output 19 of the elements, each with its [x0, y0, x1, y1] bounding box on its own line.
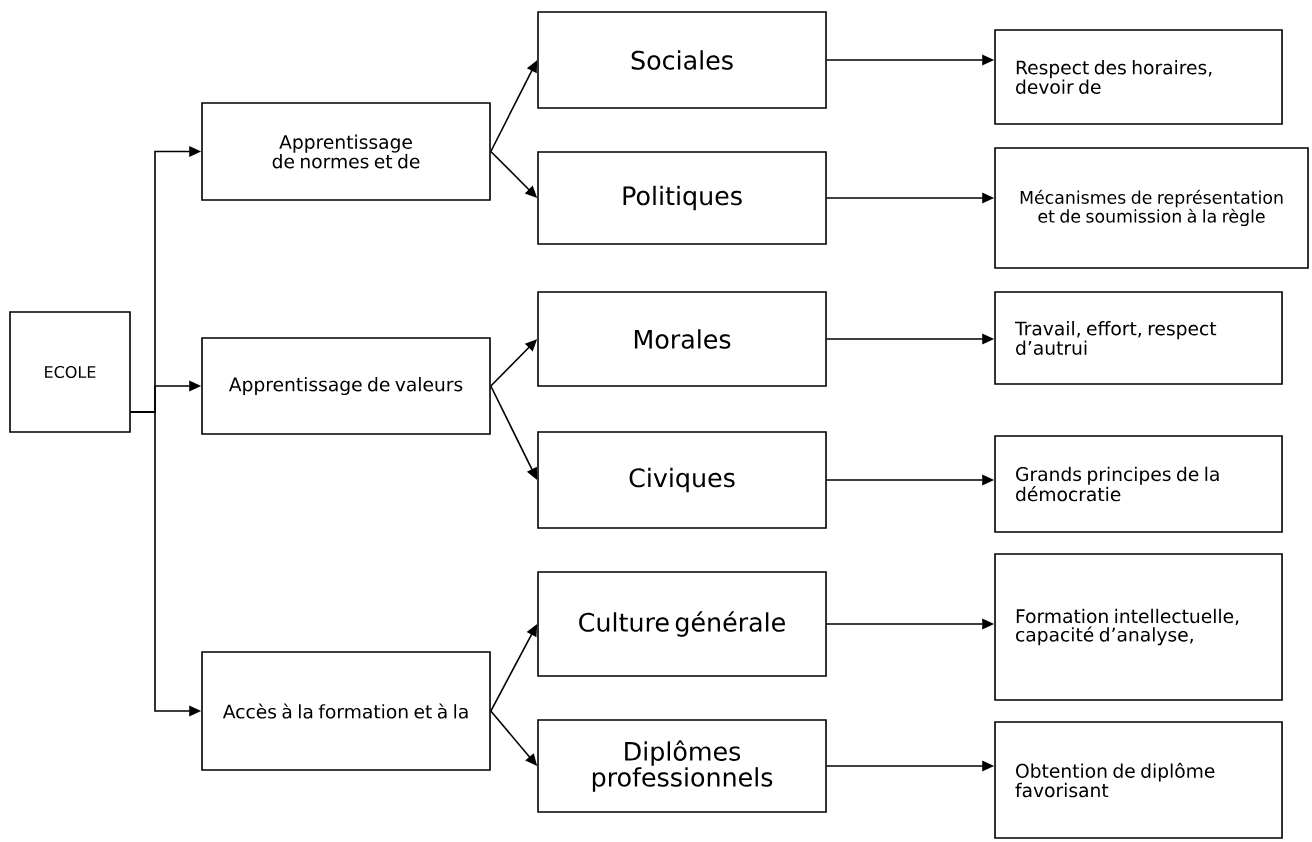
- arrow: [490, 60, 538, 153]
- category-box: Accès à la formation et à la: [201, 651, 491, 771]
- subcategory-box: Politiques: [537, 151, 827, 245]
- arrow: [490, 385, 538, 480]
- arrow: [490, 624, 538, 712]
- description-box: Travail, effort, respect d’autrui: [994, 291, 1283, 385]
- category-box: Apprentissage de valeurs: [201, 337, 491, 435]
- description-box: Obtention de diplôme favorisant: [994, 721, 1283, 839]
- subcategory-box: Diplômes professionnels: [537, 719, 827, 813]
- description-box: Respect des horaires, devoir de: [994, 29, 1283, 125]
- subcategory-box: Sociales: [537, 11, 827, 109]
- root-box: ECOLE: [9, 311, 131, 433]
- description-box: Grands principes de la démocratie: [994, 435, 1283, 533]
- subcategory-box: Civiques: [537, 431, 827, 529]
- subcategory-box: Culture générale: [537, 571, 827, 677]
- subcategory-box: Morales: [537, 291, 827, 387]
- description-box: Formation intellectuelle, capacité d’analyse,: [994, 553, 1283, 701]
- category-box: Apprentissage de normes et de: [201, 102, 491, 201]
- description-box: Mécanismes de représentation et de soumission à la règle: [994, 147, 1309, 269]
